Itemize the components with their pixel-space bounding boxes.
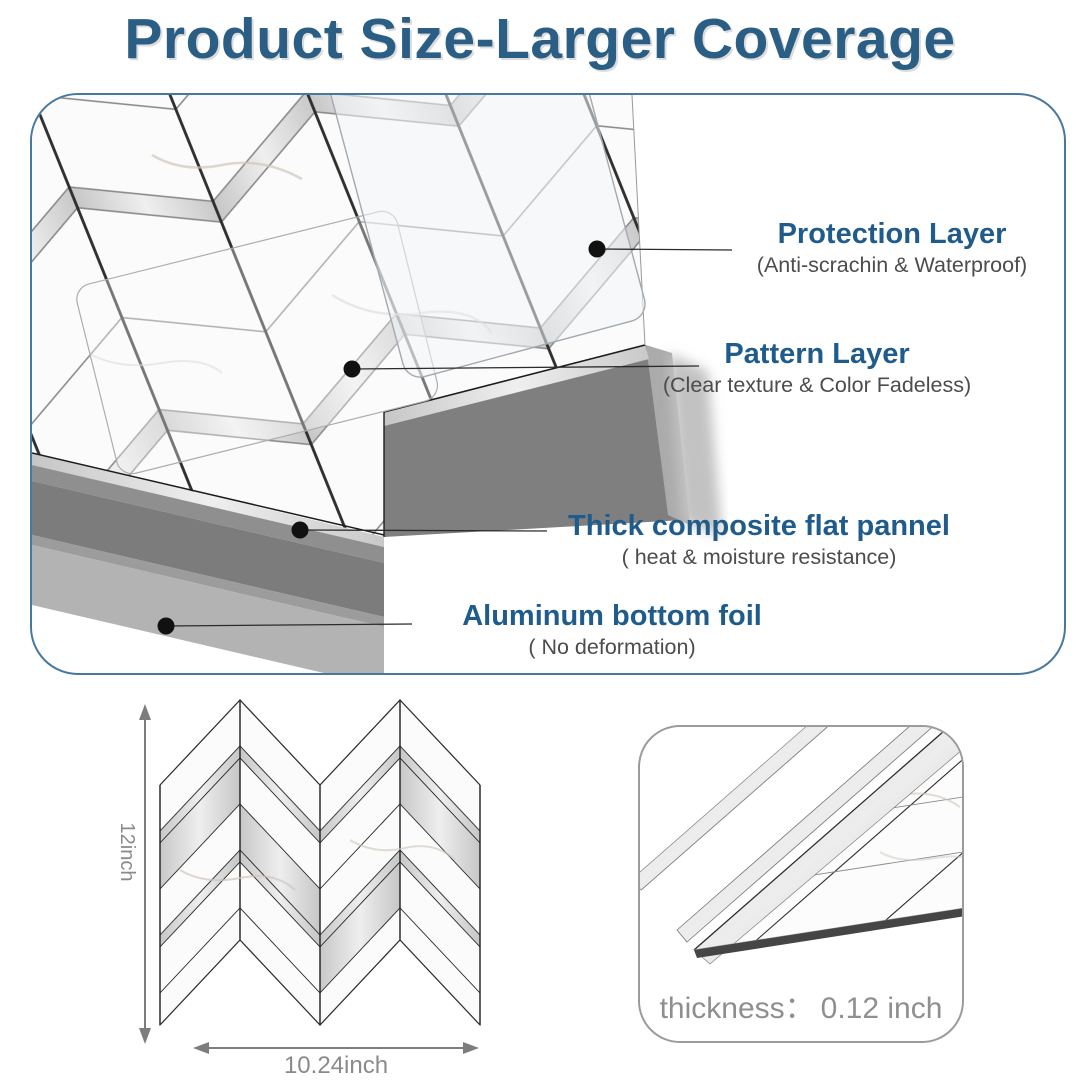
aluminum-foil-desc: ( No deformation) — [528, 635, 696, 660]
composite-panel-desc: ( heat & moisture resistance) — [621, 545, 897, 570]
thickness-panel: thickness：0.12 inch — [638, 725, 964, 1043]
size-panel: 12inch 10.24inch — [70, 690, 500, 1080]
width-dimension-label: 10.24inch — [283, 1052, 389, 1079]
composite-front-face — [32, 481, 384, 617]
composite-bottom-bevel — [32, 535, 384, 627]
thickness-edge — [694, 908, 962, 958]
thickness-value: 0.12 inch — [820, 992, 943, 1025]
tile-diagonal-edge-strip — [384, 345, 649, 426]
aluminum-foil-face — [32, 545, 384, 673]
callout-line-pattern — [351, 365, 700, 370]
pattern-layer-callout: Pattern Layer (Clear texture & Color Fad… — [657, 338, 977, 398]
marble-vein — [91, 354, 223, 374]
thickness-text: thickness：0.12 inch — [640, 983, 962, 1027]
thickness-label: thickness： — [659, 992, 815, 1025]
callout-line-protection — [596, 248, 733, 251]
composite-panel-callout: Thick composite flat pannel ( heat & moi… — [554, 510, 964, 570]
mosaic-bottom-outline — [159, 939, 481, 1026]
marble-vein — [349, 839, 456, 861]
protection-layer-callout: Protection Layer (Anti-scrachin & Waterp… — [732, 218, 1052, 278]
aluminum-foil-title: Aluminum bottom foil — [462, 600, 762, 632]
neighbor-slats — [640, 727, 934, 943]
callout-dot-composite — [291, 521, 309, 539]
mosaic-top-outline — [159, 699, 481, 786]
tile-corner-closeup — [640, 727, 962, 965]
aluminum-foil-callout: Aluminum bottom foil ( No deformation) — [427, 600, 797, 660]
vertical-dimension-arrow — [139, 704, 151, 1044]
height-dimension-label: 12inch — [116, 822, 138, 882]
marble-vein — [179, 869, 296, 891]
soft-shadow — [668, 353, 722, 535]
protection-sheet — [325, 95, 646, 378]
page-title: Product Size-Larger Coverage — [124, 7, 956, 71]
column-seams — [159, 700, 481, 1025]
callout-dot-aluminum — [157, 617, 175, 635]
marble-vein — [151, 153, 303, 181]
composite-top-bevel — [32, 465, 384, 563]
layer-diagram-frame: Protection Layer (Anti-scrachin & Waterp… — [30, 93, 1066, 675]
chevron-columns — [159, 698, 481, 1027]
pattern-layer-desc: (Clear texture & Color Fadeless) — [662, 373, 972, 398]
exploded-layers-illustration — [32, 95, 733, 673]
tile-bottom-edge — [32, 452, 385, 536]
mosaic-sheet-illustration — [139, 698, 481, 1054]
protection-layer-title: Protection Layer — [777, 218, 1007, 250]
callout-dot-pattern — [343, 360, 361, 378]
edge-outer-line — [693, 727, 950, 951]
callout-line-aluminum — [165, 623, 413, 627]
callout-dot-protection — [588, 240, 606, 258]
protection-layer-desc: (Anti-scrachin & Waterproof) — [756, 253, 1028, 278]
horizontal-dimension-arrow — [193, 1042, 479, 1054]
composite-panel-title: Thick composite flat pannel — [568, 510, 950, 542]
callout-line-composite — [299, 529, 548, 532]
pattern-layer-title: Pattern Layer — [724, 338, 910, 370]
